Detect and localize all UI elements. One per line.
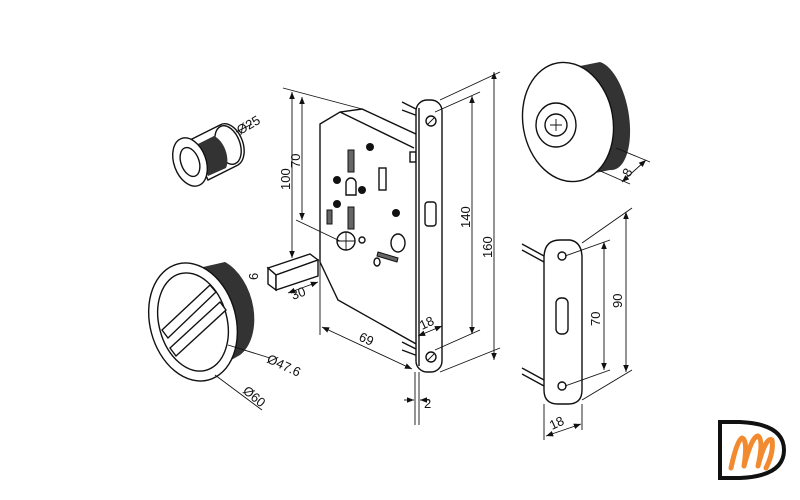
body-dimensions: 100 70 69 18 140 160: [278, 71, 501, 373]
dim-spindle-30: 30: [289, 284, 308, 303]
dim-body-70: 70: [288, 154, 303, 168]
dim-spindle-6: 6: [246, 273, 261, 280]
cylinder-pull: Ø25: [172, 112, 263, 187]
dim-backset-69: 69: [357, 329, 376, 349]
turn-knob: 8: [521, 61, 651, 185]
dim-knob-depth: 8: [619, 165, 636, 179]
dim-body-100: 100: [278, 168, 293, 190]
dim-strike-90: 90: [610, 294, 625, 308]
dim-faceplate-thickness: 2: [424, 396, 431, 411]
dim-strike-70: 70: [588, 312, 603, 326]
faceplate: 2: [404, 99, 443, 425]
strike-plate: 70 90 18: [521, 207, 633, 440]
dim-pull-inner-diameter: Ø47.6: [265, 351, 303, 380]
dim-pull-outer-diameter: Ø60: [240, 383, 268, 410]
spindle: 6 30: [246, 253, 320, 303]
dim-cylinder-diameter: Ø25: [234, 112, 263, 137]
dim-faceplate-160: 160: [480, 236, 495, 258]
brand-logo: [718, 420, 787, 480]
lock-body: [319, 101, 419, 357]
dim-strike-width: 18: [547, 413, 566, 433]
dim-faceplate-140: 140: [458, 206, 473, 228]
dim-faceplate-width: 18: [417, 313, 436, 333]
